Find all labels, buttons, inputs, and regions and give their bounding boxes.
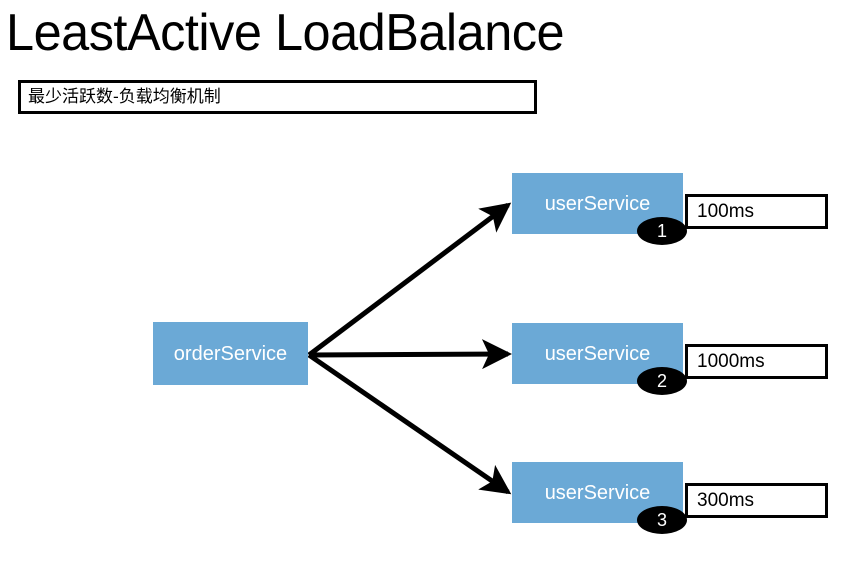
- subtitle-text: 最少活跃数-负载均衡机制: [28, 87, 221, 107]
- latency-value-1: 100ms: [697, 200, 755, 222]
- node-user-service-3-label: userService: [544, 481, 651, 504]
- badge-active-count-2-value: 2: [656, 371, 667, 391]
- node-user-service-2-label: userService: [544, 342, 651, 365]
- latency-value-3: 300ms: [697, 489, 755, 511]
- badge-active-count-1-value: 1: [656, 221, 667, 241]
- badge-active-count-3-value: 3: [656, 510, 667, 530]
- subtitle-box: 最少活跃数-负载均衡机制: [18, 80, 537, 114]
- latency-value-2: 1000ms: [697, 350, 765, 372]
- badge-active-count-3: 3: [637, 506, 687, 534]
- arrow-to-user-service-2: [308, 339, 512, 370]
- node-order-service[interactable]: orderService: [153, 322, 308, 385]
- node-user-service-2[interactable]: userService: [512, 323, 683, 384]
- latency-box-1: 100ms: [685, 194, 828, 229]
- node-user-service-3[interactable]: userService: [512, 462, 683, 523]
- node-order-service-label: orderService: [173, 342, 288, 365]
- arrow-to-user-service-1: [307, 202, 512, 357]
- latency-box-3: 300ms: [685, 483, 828, 518]
- page-title: LeastActive LoadBalance: [6, 4, 565, 62]
- badge-active-count-2: 2: [637, 367, 687, 395]
- node-user-service-1-label: userService: [544, 192, 651, 215]
- latency-box-2: 1000ms: [685, 344, 828, 379]
- badge-active-count-1: 1: [637, 217, 687, 245]
- arrow-to-user-service-3: [307, 352, 512, 495]
